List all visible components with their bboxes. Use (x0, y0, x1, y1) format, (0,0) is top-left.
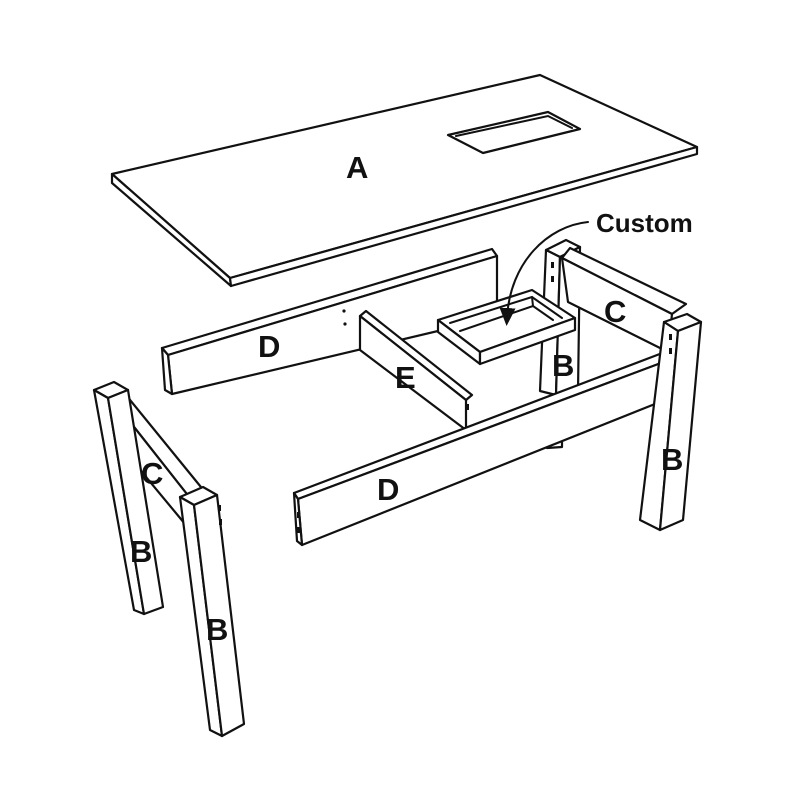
leg-front-right (638, 312, 703, 532)
leg-left-front (178, 485, 246, 738)
label-d-front: D (377, 472, 399, 507)
side-rail-front-d (292, 350, 671, 547)
label-custom: Custom (596, 208, 693, 238)
label-b-back-right: B (552, 348, 574, 383)
label-b-left-front: B (206, 612, 228, 647)
label-c-left: C (141, 456, 163, 491)
side-rail-back-d (160, 247, 499, 396)
label-e: E (395, 360, 416, 395)
label-c-right: C (604, 294, 626, 329)
label-d-back: D (258, 329, 280, 364)
custom-callout-arrow (499, 221, 589, 326)
tabletop-a (110, 73, 699, 288)
tabletop-cutout (446, 110, 582, 155)
end-rail-right-c (560, 246, 688, 354)
label-b-front-right: B (661, 442, 683, 477)
leg-left-back (92, 380, 165, 616)
label-b-left-back: B (130, 534, 152, 569)
label-a: A (346, 150, 368, 185)
